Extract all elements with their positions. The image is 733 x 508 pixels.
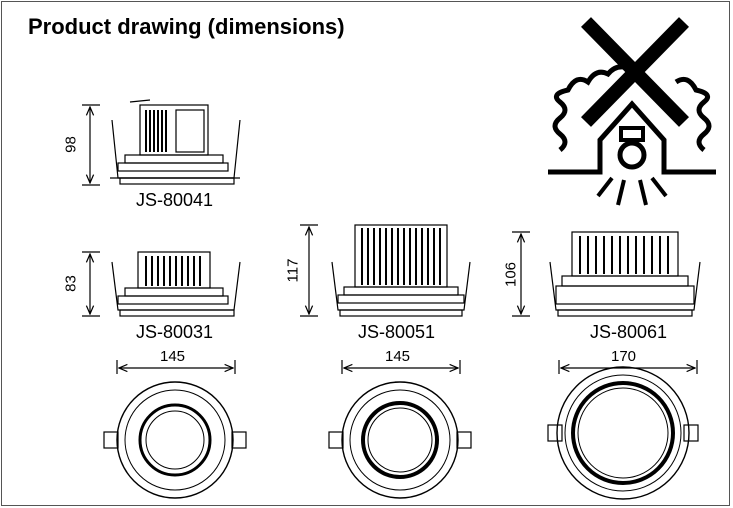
front-view-3 — [547, 366, 699, 500]
width-dimension: 145 — [160, 348, 186, 365]
width-dimension-lines — [116, 360, 698, 374]
height-dimension: 106 — [502, 261, 520, 288]
js-80061-side-view — [512, 231, 701, 317]
model-label: JS-80061 — [590, 322, 668, 342]
width-dimension: 170 — [611, 348, 637, 365]
height-dimension: 117 — [284, 258, 302, 283]
no-insulation-cover-icon — [548, 17, 716, 206]
front-view-1 — [103, 381, 247, 499]
js-80031-side-view — [82, 251, 241, 317]
height-dimension: 98 — [62, 136, 80, 153]
model-label: JS-80041 — [136, 190, 214, 210]
page-title: Product drawing (dimensions) — [28, 14, 345, 39]
front-view-2 — [328, 381, 472, 499]
height-dimension: 83 — [62, 275, 80, 292]
model-label: JS-80051 — [358, 322, 436, 342]
model-label: JS-80031 — [136, 322, 214, 342]
js-80041-side-view — [82, 99, 241, 186]
width-dimension: 145 — [385, 348, 411, 365]
js-80051-side-view — [300, 224, 471, 317]
